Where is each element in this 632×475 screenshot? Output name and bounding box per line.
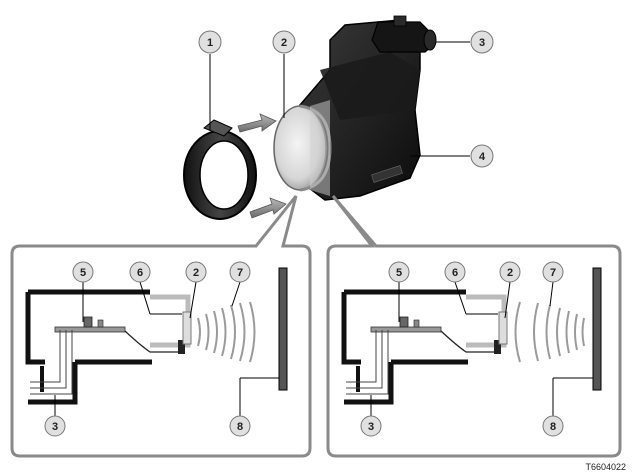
right-sound-waves [514, 301, 585, 363]
right-callout-5: 5 [388, 261, 410, 322]
left-callout-3: 3 [44, 395, 66, 437]
callout-3-label: 3 [479, 37, 485, 49]
left-callout-7-label: 7 [237, 267, 243, 279]
insert-arrows [237, 113, 287, 219]
right-callout-6: 6 [444, 261, 498, 315]
left-obstacle [278, 267, 288, 391]
left-callout-2: 2 [185, 261, 207, 319]
left-sound-waves [197, 301, 256, 363]
callout-2: 2 [272, 30, 296, 118]
right-callout-2-label: 2 [507, 267, 513, 279]
left-callout-3-label: 3 [52, 421, 58, 433]
callout-4: 4 [410, 144, 494, 168]
lower-arrow [249, 197, 287, 219]
left-callout-6: 6 [129, 261, 182, 315]
right-callout-2: 2 [499, 261, 521, 319]
callout-4-label: 4 [479, 151, 486, 163]
left-callout-2-label: 2 [193, 267, 199, 279]
right-callout-3-label: 3 [368, 421, 374, 433]
left-callout-8: 8 [229, 377, 279, 437]
callout-1-label: 1 [207, 37, 213, 49]
left-callout-5-label: 5 [80, 267, 86, 279]
figure-reference-code: T6604022 [585, 462, 626, 472]
callout-2-label: 2 [281, 37, 287, 49]
callout-1: 1 [198, 30, 222, 130]
upper-arrow [237, 113, 277, 133]
left-callout-5: 5 [72, 261, 94, 322]
right-callout-7: 7 [542, 261, 564, 307]
right-callout-3: 3 [360, 395, 382, 437]
right-detail-panel: 5 6 2 7 3 8 [326, 195, 622, 458]
decoupling-ring [183, 119, 257, 220]
right-callout-8-label: 8 [550, 421, 556, 433]
right-obstacle [592, 267, 602, 391]
left-callout-6-label: 6 [137, 267, 143, 279]
left-detail-panel: 5 6 2 7 3 8 [10, 195, 312, 458]
diaphragm-cap [273, 100, 332, 196]
left-callout-8-label: 8 [237, 421, 243, 433]
right-callout-8: 8 [542, 377, 593, 437]
left-callout-7: 7 [229, 261, 251, 307]
right-callout-5-label: 5 [396, 267, 402, 279]
right-callout-7-label: 7 [550, 267, 556, 279]
connector-plug [371, 15, 437, 53]
right-callout-6-label: 6 [452, 267, 458, 279]
callout-3: 3 [436, 30, 494, 54]
